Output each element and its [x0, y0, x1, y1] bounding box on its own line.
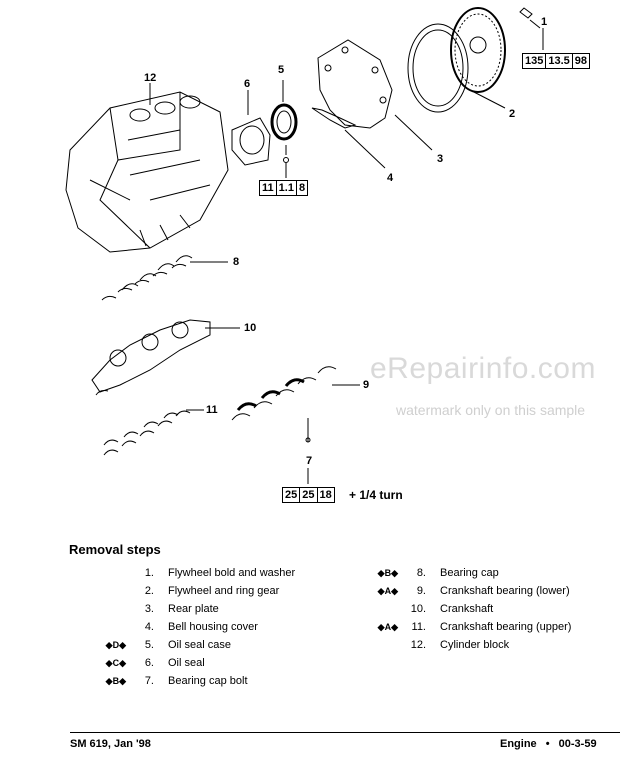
torque-nm: 11	[260, 181, 277, 195]
torque-spec-oil-seal-case: 11 1.1 8	[259, 180, 309, 196]
list-item: 4.Bell housing cover	[144, 621, 258, 633]
upper-bearings-drawing	[103, 409, 204, 456]
torque-nm: 135	[523, 54, 547, 68]
callout-3: 3	[437, 153, 444, 165]
callout-1: 1	[541, 16, 548, 28]
rear-plate-drawing	[311, 39, 433, 169]
flywheel-bolt-drawing	[519, 7, 544, 50]
callout-12: 12	[144, 72, 157, 84]
cylinder-block-drawing	[65, 83, 229, 253]
exploded-engine-drawing	[65, 7, 544, 484]
list-item: ◆B◆8.Bearing cap	[377, 567, 499, 579]
torque-kgm: 1.1	[277, 181, 297, 195]
bearing-caps-drawing	[101, 255, 228, 301]
list-item: 2.Flywheel and ring gear	[144, 585, 280, 597]
flywheel-drawing	[407, 7, 506, 113]
torque-lbft: 18	[319, 489, 332, 501]
torque-kgm: 25	[300, 488, 318, 502]
torque-kgm: 13.5	[546, 54, 573, 68]
removal-steps-left-list: 1.Flywheel bold and washer 2.Flywheel an…	[100, 564, 296, 690]
watermark-brand: eRepairinfo.com	[370, 352, 596, 385]
list-item: ◆D◆5.Oil seal case	[105, 639, 231, 651]
torque-lbft: 8	[298, 182, 306, 194]
footer-manual-id: SM 619, Jan '98	[70, 738, 151, 750]
torque-nm: 25	[283, 488, 301, 502]
callout-7: 7	[306, 455, 313, 467]
removal-steps-heading: Removal steps	[69, 542, 161, 557]
footer-rule	[70, 732, 620, 733]
torque-spec-flywheel: 135 13.5 98	[522, 53, 591, 69]
list-item: 10.Crankshaft	[410, 603, 494, 615]
list-item: 12.Cylinder block	[410, 639, 510, 651]
torque-lbft: 98	[574, 55, 588, 67]
oil-seal-drawing	[270, 80, 298, 178]
torque-spec-bearing-cap-bolt: 25 25 18	[282, 487, 335, 503]
callout-10: 10	[244, 322, 257, 334]
callout-5: 5	[278, 64, 285, 76]
footer-section-name: Engine	[500, 738, 537, 750]
callout-9: 9	[363, 379, 370, 391]
page-number: 00-3-59	[558, 738, 597, 750]
callout-4: 4	[387, 172, 394, 184]
list-item: 1.Flywheel bold and washer	[144, 567, 296, 579]
list-item: ◆A◆11.Crankshaft bearing (upper)	[377, 621, 572, 633]
callout-11: 11	[206, 404, 218, 416]
footer-bullet: •	[545, 738, 550, 750]
callout-2: 2	[509, 108, 516, 120]
list-item: ◆A◆9.Crankshaft bearing (lower)	[377, 585, 570, 597]
watermark-note: watermark only on this sample	[396, 402, 586, 418]
torque-angle-note: + 1/4 turn	[349, 488, 403, 502]
callout-6: 6	[244, 78, 251, 90]
crankshaft-drawing	[91, 319, 240, 396]
footer-section: Engine • 00-3-59	[500, 738, 597, 750]
list-item: ◆C◆6.Oil seal	[105, 657, 205, 669]
callout-8: 8	[233, 256, 240, 268]
lower-bearings-drawing	[231, 366, 360, 421]
oil-seal-case-drawing	[231, 90, 271, 166]
removal-steps-right-list: ◆B◆8.Bearing cap ◆A◆9.Crankshaft bearing…	[372, 564, 572, 654]
list-item: 3.Rear plate	[144, 603, 219, 615]
list-item: ◆B◆7.Bearing cap bolt	[105, 675, 248, 687]
bearing-cap-bolt-drawing	[305, 418, 311, 484]
